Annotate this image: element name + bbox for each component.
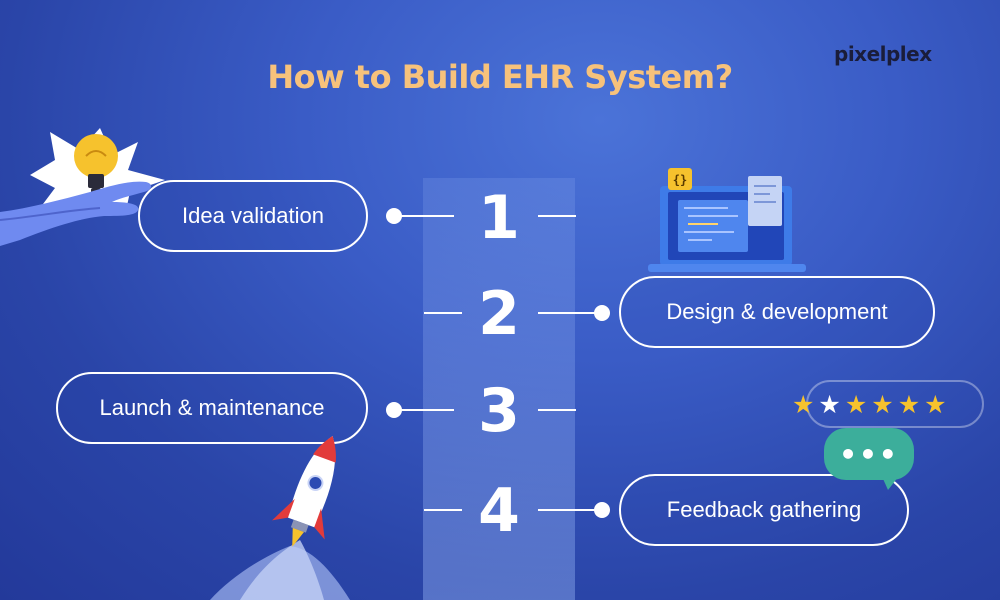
star-icon: ★ bbox=[871, 390, 894, 419]
step-1-number: 1 bbox=[478, 183, 520, 253]
step-4-number: 4 bbox=[478, 476, 520, 546]
step-3-pill: Launch & maintenance bbox=[56, 372, 368, 444]
step-2-left-tick bbox=[424, 312, 462, 314]
step-3-connector-line bbox=[394, 409, 454, 411]
code-braces-icon: {} bbox=[672, 173, 688, 187]
page-title: How to Build EHR System? bbox=[267, 58, 733, 96]
rating-stars: ★ ★ ★ ★ ★ ★ bbox=[792, 390, 947, 420]
step-1-right-tick bbox=[538, 215, 576, 217]
step-4-label: Feedback gathering bbox=[666, 497, 862, 522]
rocket-icon bbox=[210, 435, 350, 600]
star-icon: ★ bbox=[792, 390, 815, 419]
steps-column bbox=[423, 178, 575, 600]
chat-bubble-icon: ••• bbox=[824, 428, 914, 480]
step-2-connector-dot bbox=[594, 305, 610, 321]
lightbulb-hand-icon bbox=[0, 128, 165, 246]
star-icon: ★ bbox=[818, 390, 841, 419]
chat-bubble-tail bbox=[880, 472, 902, 490]
step-4-connector-dot bbox=[594, 502, 610, 518]
step-1-connector-line bbox=[394, 215, 454, 217]
step-3-label: Launch & maintenance bbox=[99, 395, 325, 420]
rating-box bbox=[806, 380, 984, 428]
star-icon: ★ bbox=[844, 390, 868, 419]
step-2-label: Design & development bbox=[666, 299, 888, 324]
laptop-code-icon bbox=[648, 168, 806, 272]
step-1-pill: Idea validation bbox=[138, 180, 368, 252]
step-2-pill: Design & development bbox=[619, 276, 935, 348]
step-3-right-tick bbox=[538, 409, 576, 411]
step-3-number: 3 bbox=[478, 376, 520, 446]
star-icon: ★ bbox=[924, 390, 947, 419]
step-2-connector-line bbox=[538, 312, 600, 314]
step-4-connector-line bbox=[538, 509, 600, 511]
step-4-pill: Feedback gathering bbox=[619, 474, 909, 546]
brand-logo: pixelplex bbox=[834, 42, 932, 66]
step-1-label: Idea validation bbox=[182, 203, 324, 228]
star-icon: ★ bbox=[897, 390, 921, 419]
step-2-number: 2 bbox=[478, 279, 520, 349]
step-4-left-tick bbox=[424, 509, 462, 511]
